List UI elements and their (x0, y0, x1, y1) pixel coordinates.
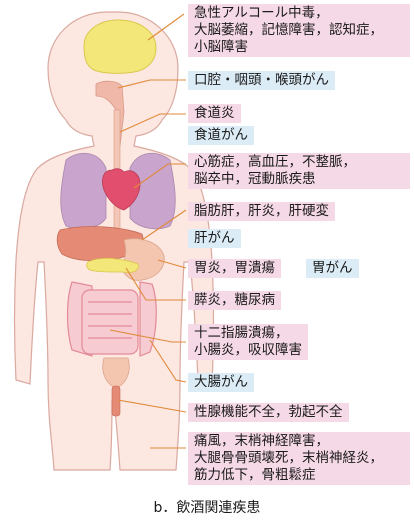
label-line: 小腸炎，吸収障害 (194, 342, 302, 359)
label-line: 心筋症，高血圧，不整脈， (194, 154, 404, 171)
label-line: 脳卒中，冠動脈疾患 (194, 171, 404, 188)
liver-label: 脂肪肝，肝炎，肝硬変 (188, 202, 335, 221)
liver-cancer-label: 肝がん (188, 229, 241, 248)
label-line: 大腿骨骨頭壊死，末梢神経炎， (194, 450, 404, 467)
label-line: 痛風，末梢神経障害， (194, 433, 404, 450)
lungs-organ (61, 153, 106, 229)
alcohol-brain-label: 急性アルコール中毒， 大脳萎縮，記憶障害，認知症， 小脳障害 (188, 4, 410, 57)
gonad-organ (112, 386, 120, 416)
stomach-cancer-label: 胃がん (306, 259, 359, 278)
heart-label: 心筋症，高血圧，不整脈， 脳卒中，冠動脈疾患 (188, 153, 410, 189)
label-line: 小脳障害 (194, 39, 404, 56)
pancreas-label: 膵炎，糖尿病 (188, 291, 281, 310)
brain-organ (84, 20, 156, 73)
label-line: 十二指腸潰瘍， (194, 325, 302, 342)
label-line: 大脳萎縮，記憶障害，認知症， (194, 22, 404, 39)
intestine-organ (68, 282, 157, 356)
bones-label: 痛風，末梢神経障害， 大腿骨骨頭壊死，末梢神経炎， 筋力低下，骨粗鬆症 (188, 432, 410, 485)
intestine-label: 十二指腸潰瘍， 小腸炎，吸収障害 (188, 324, 308, 360)
esophageal-cancer-label: 食道がん (188, 126, 254, 145)
label-line: 筋力低下，骨粗鬆症 (194, 467, 404, 484)
esophagitis-label: 食道炎 (188, 104, 241, 123)
colon-cancer-label: 大腸がん (188, 373, 254, 392)
stomach-label: 胃炎，胃潰瘍 (188, 259, 281, 278)
label-line: 急性アルコール中毒， (194, 5, 404, 22)
gonad-label: 性腺機能不全，勃起不全 (188, 403, 349, 422)
oral-cancer-label: 口腔・咽頭・喉頭がん (188, 71, 335, 90)
figure-caption: b．飲酒関連疾患 (0, 497, 414, 517)
